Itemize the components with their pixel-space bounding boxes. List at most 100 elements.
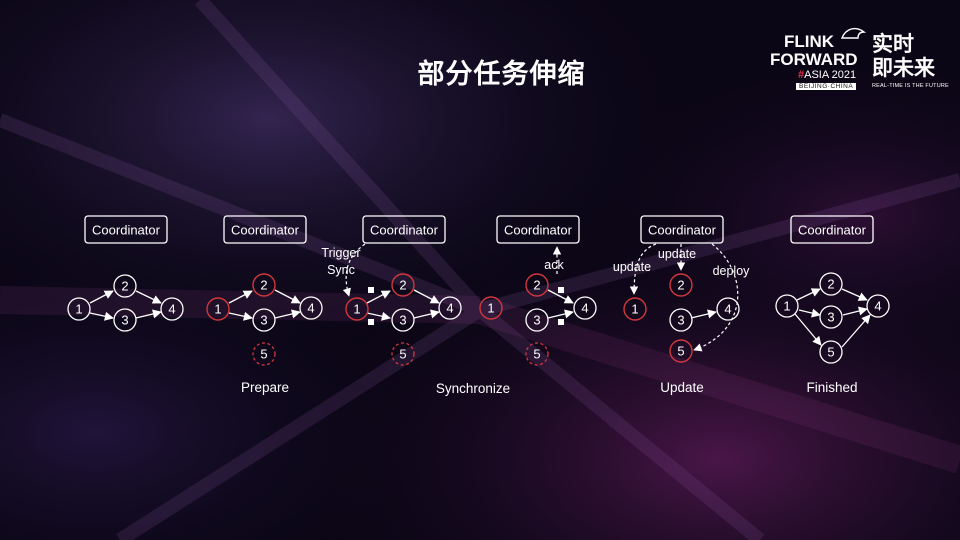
coordinator-box: Coordinator [84,215,168,244]
panel-sync-ack: Coordinator 1 ack 2 3 4 5 [479,215,597,366]
node-5-pending: 5 [252,342,276,366]
logo-cn-line1: 实时 [872,32,914,56]
svg-text:5: 5 [260,347,267,362]
svg-text:4: 4 [724,302,731,317]
edge-2-4 [274,289,301,304]
caption-update: Update [660,380,704,395]
node-1: 1 [623,297,647,321]
logo-tagline: REAL-TIME IS THE FUTURE [872,83,949,89]
caption-prepare: Prepare [241,380,289,395]
coordinator-label: Coordinator [370,223,439,238]
coordinator-box: Coordinator [223,215,307,244]
svg-text:4: 4 [168,302,175,317]
node-2: 2 [113,274,137,298]
node-2: 2 [391,273,415,297]
squirrel-icon [840,27,866,39]
node-5: 5 [669,339,693,363]
update-left-label: update [613,260,651,274]
trigger-label: Trigger [321,246,360,260]
panel-update: Coordinator update update deploy 1 2 3 4… [613,215,750,363]
page-title: 部分任务伸缩 [417,59,586,90]
node-3: 3 [819,305,843,329]
svg-text:3: 3 [827,310,834,325]
barrier-marker [368,319,374,325]
svg-text:1: 1 [75,302,82,317]
edge-3-4 [690,309,717,319]
edge-2-4 [413,289,440,304]
edge-1-2 [796,288,821,301]
coordinator-box: Coordinator [640,215,724,244]
update-top-label: update [658,247,696,261]
node-1-isolated: 1 [479,296,503,320]
caption-finished: Finished [806,380,857,395]
svg-text:5: 5 [533,347,540,362]
coordinator-label: Coordinator [504,223,573,238]
barrier-marker [558,319,564,325]
coordinator-label: Coordinator [798,223,867,238]
coordinator-box: Coordinator [496,215,580,244]
node-2: 2 [252,273,276,297]
node-3: 3 [391,308,415,332]
svg-text:3: 3 [121,313,128,328]
edge-5-4 [841,314,871,348]
panel-finished: Coordinator 1 2 3 4 5 [775,215,890,364]
svg-text:2: 2 [677,278,684,293]
node-2: 2 [819,272,843,296]
svg-text:2: 2 [827,277,834,292]
coordinator-label: Coordinator [648,223,717,238]
svg-text:3: 3 [260,313,267,328]
coordinator-label: Coordinator [231,223,300,238]
svg-text:3: 3 [533,313,540,328]
edge-1-3 [89,311,114,321]
logo-cn-line2: 即未来 [872,56,935,80]
coordinator-box: Coordinator [362,215,446,244]
edge-3-4 [413,309,440,319]
node-1: 1 [206,297,230,321]
barrier-marker [558,287,564,293]
node-4: 4 [573,296,597,320]
node-2: 2 [669,273,693,297]
edge-1-2 [89,290,114,304]
edge-1-3 [228,311,253,321]
svg-text:1: 1 [487,301,494,316]
sync-label: Sync [327,263,355,277]
edge-3-4 [842,306,868,316]
ack-label: ack [544,258,564,272]
node-4: 4 [438,296,462,320]
node-5: 5 [819,340,843,364]
panel-sync-trigger: Coordinator Trigger Sync 1 2 3 4 5 [321,215,462,366]
deploy-arrow [693,243,739,352]
svg-text:4: 4 [446,301,453,316]
svg-text:3: 3 [677,313,684,328]
node-3: 3 [669,308,693,332]
edge-3-4 [135,309,162,319]
edge-2-4 [547,289,574,304]
node-1: 1 [345,297,369,321]
svg-text:1: 1 [783,299,790,314]
logo-hash: # [798,69,805,81]
node-1: 1 [775,294,799,318]
logo-asia-text: #ASIA 2021 [798,69,856,81]
svg-text:2: 2 [260,278,267,293]
node-5-pending: 5 [391,342,415,366]
update-arrow-node1 [629,243,657,295]
edge-2-4 [841,288,868,301]
edge-3-4 [274,309,301,319]
svg-text:4: 4 [874,299,881,314]
logo-forward-text: FORWARD [770,50,858,69]
node-4: 4 [716,297,740,321]
edge-3-4 [547,309,574,319]
coordinator-label: Coordinator [92,223,161,238]
edge-1-2 [366,290,391,304]
svg-text:1: 1 [353,302,360,317]
node-2: 2 [525,273,549,297]
node-1: 1 [67,297,91,321]
edge-1-2 [228,290,253,304]
panel-prepare: Coordinator 1 2 3 4 5 [206,215,323,366]
svg-text:2: 2 [533,278,540,293]
svg-text:5: 5 [827,345,834,360]
svg-text:2: 2 [121,279,128,294]
svg-text:4: 4 [581,301,588,316]
